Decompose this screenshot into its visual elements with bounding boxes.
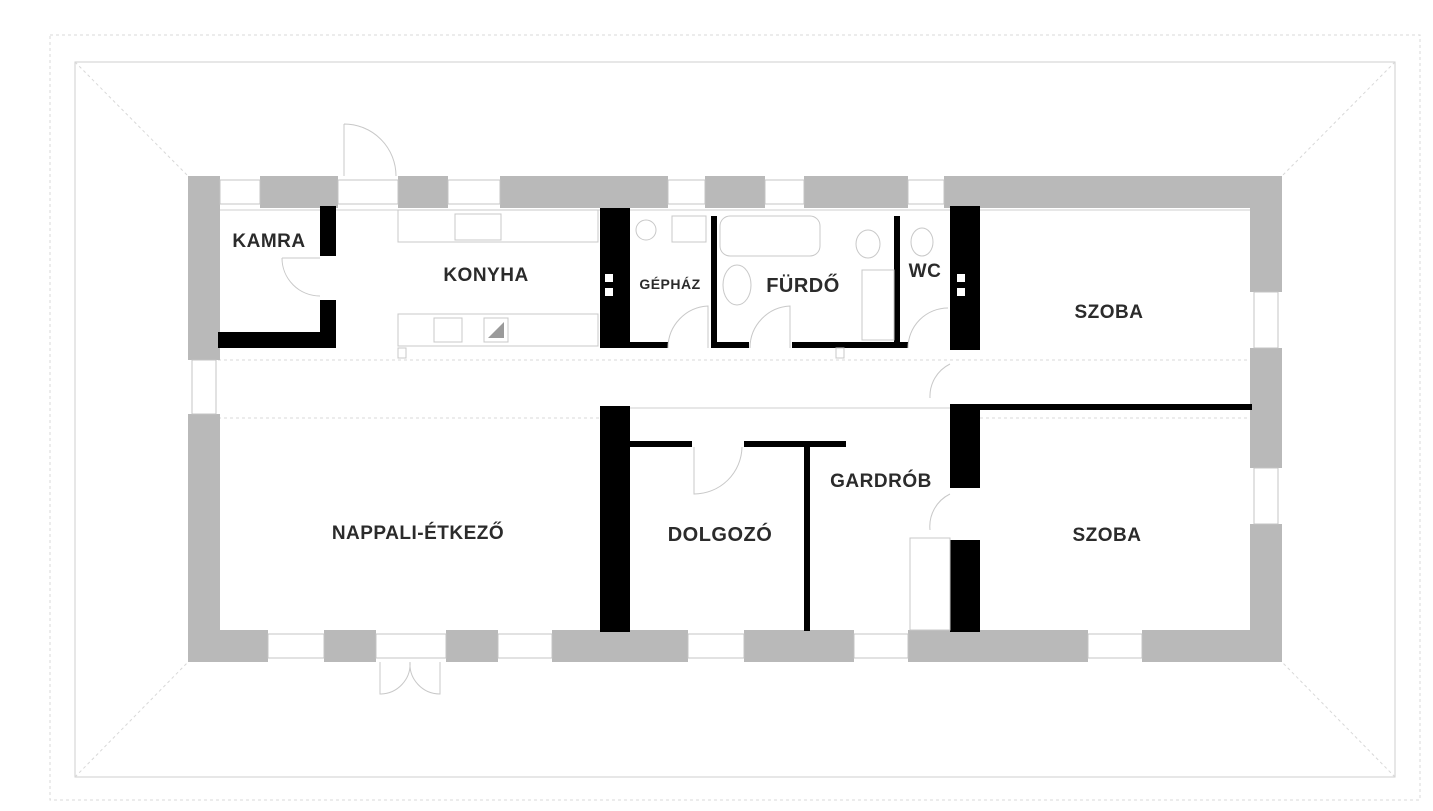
shower: [861, 269, 895, 341]
inner-walls: [218, 206, 1252, 632]
label-wc: WC: [909, 261, 942, 282]
wardrobe-shelf: [909, 537, 951, 631]
outer-walls: [188, 176, 1282, 662]
wc-toilet: [910, 227, 934, 257]
label-dolgozo: DOLGOZÓ: [668, 522, 773, 546]
fixtures: [397, 209, 951, 631]
label-gephaz: GÉPHÁZ: [639, 276, 700, 292]
label-szoba-upper: SZOBA: [1075, 302, 1144, 323]
gephaz-sink: [671, 215, 707, 243]
windows: [191, 179, 1279, 659]
kitchen-sink: [454, 213, 502, 241]
label-gardrob: GARDRÓB: [830, 470, 932, 492]
label-konyha: KONYHA: [443, 265, 528, 286]
washing-machine: [635, 219, 657, 241]
label-furdo: FÜRDŐ: [766, 274, 840, 297]
label-kamra: KAMRA: [232, 231, 305, 252]
bathroom-toilet: [855, 229, 881, 259]
room-labels: KAMRA KONYHA GÉPHÁZ FÜRDŐ WC SZOBA NAPPA…: [232, 231, 1143, 546]
bathtub: [719, 215, 821, 257]
label-szoba-lower: SZOBA: [1073, 525, 1142, 546]
doors: [281, 123, 951, 695]
bathroom-sink: [722, 264, 752, 306]
guide-lines: [190, 209, 1280, 419]
label-nappali: NAPPALI-ÉTKEZŐ: [332, 522, 504, 544]
stove: [433, 317, 463, 343]
roof-outline: [49, 34, 1421, 801]
